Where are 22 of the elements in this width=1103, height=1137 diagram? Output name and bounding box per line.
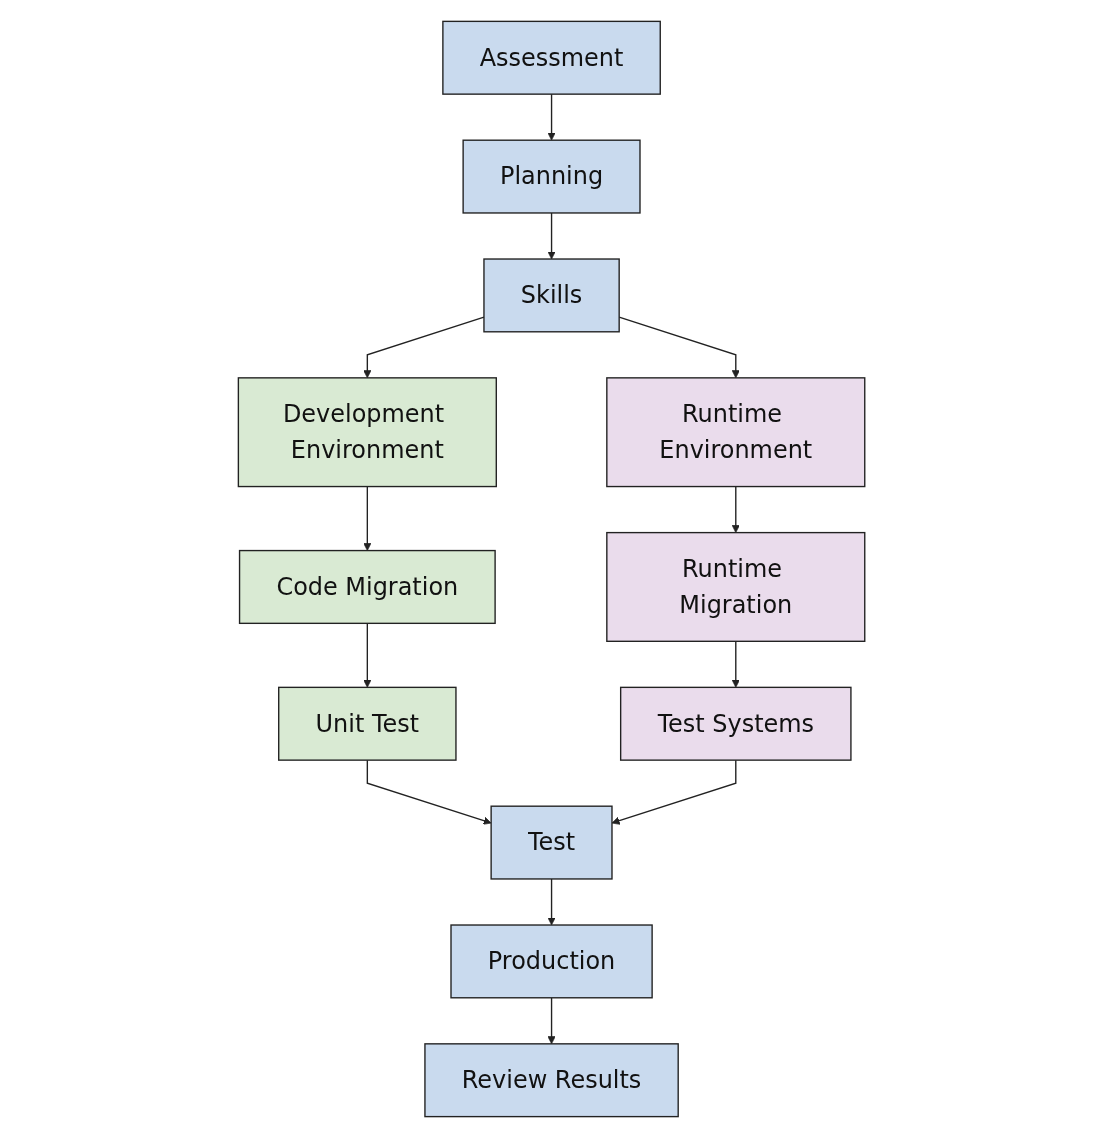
node-box: Production bbox=[450, 923, 653, 998]
node-box: Unit Test bbox=[277, 686, 457, 761]
node-box: Planning bbox=[462, 139, 641, 214]
arrow bbox=[611, 758, 737, 825]
node-box: Runtime Migration bbox=[606, 531, 866, 642]
node-box: Assessment bbox=[442, 20, 661, 95]
node-box: Development Environment bbox=[237, 376, 497, 487]
node-box: Test bbox=[490, 805, 613, 880]
arrow bbox=[547, 92, 556, 141]
node-box: Skills bbox=[483, 257, 620, 332]
arrow bbox=[547, 877, 556, 925]
arrow bbox=[731, 640, 740, 688]
node-box: Test Systems bbox=[619, 686, 852, 761]
arrow bbox=[363, 485, 372, 551]
arrow bbox=[731, 485, 740, 533]
arrow bbox=[547, 996, 556, 1044]
node-box: Review Results bbox=[424, 1042, 679, 1117]
arrow bbox=[547, 211, 556, 259]
node-box: Code Migration bbox=[238, 549, 496, 624]
arrow bbox=[363, 622, 372, 688]
node-box: Runtime Environment bbox=[606, 376, 866, 487]
arrow bbox=[366, 758, 492, 825]
